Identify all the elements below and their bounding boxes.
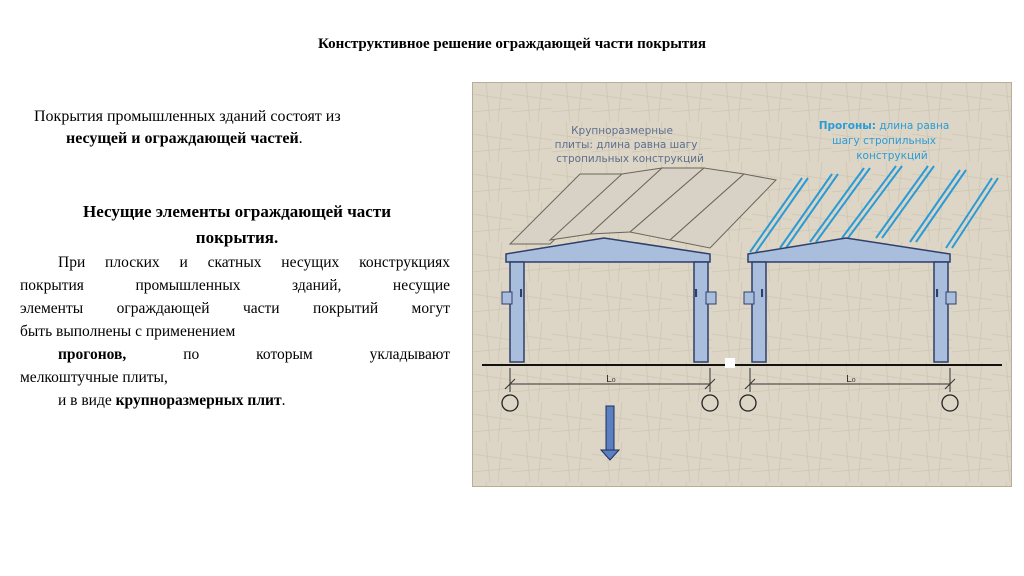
para-line-7-start: и в виде xyxy=(58,392,112,409)
left-frame xyxy=(501,237,717,363)
left-caption-line-2: плиты: длина равна шагу xyxy=(555,139,698,151)
joint-marker xyxy=(725,358,735,368)
intro-line-2: несущей и ограждающей частей. xyxy=(34,128,454,150)
right-caption-line-2: шагу стропильных xyxy=(832,135,936,147)
intro-period: . xyxy=(298,130,303,147)
intro-bold-term: несущей и ограждающей частей xyxy=(66,130,299,147)
down-arrow-icon xyxy=(599,405,621,461)
roof-structure-diagram: I I I I xyxy=(472,82,1012,487)
left-caption-line-3: стропильных конструкций xyxy=(556,153,704,165)
para-line-7: и в виде крупноразмерных плит. xyxy=(20,389,450,412)
para-bold-purlins: прогонов, xyxy=(58,346,127,363)
right-caption-line-3: конструкций xyxy=(856,150,928,162)
diagram-svg: I I I I xyxy=(472,82,1012,487)
para-line-1: При плоских и скатных несущих конструкци… xyxy=(58,254,450,271)
purlins xyxy=(749,165,999,253)
section-heading-line-1: Несущие элементы ограждающей части xyxy=(83,202,391,221)
intro-line-1: Покрытия промышленных зданий состоят из xyxy=(34,108,341,125)
para-line-3: элементы ограждающей части покрытий могу… xyxy=(20,300,450,317)
section-heading: Несущие элементы ограждающей части покры… xyxy=(22,199,452,251)
right-frame xyxy=(743,237,957,363)
left-span-label: L₀ xyxy=(606,374,616,385)
left-caption: Крупноразмерные плиты: длина равна шагу … xyxy=(555,125,704,165)
right-caption-bold: Прогоны: xyxy=(819,120,876,132)
para-bold-slabs: крупноразмерных плит xyxy=(115,392,282,409)
right-caption-line-1: Прогоны: длина равна xyxy=(819,120,950,132)
right-span-label: L₀ xyxy=(846,374,856,385)
right-column-mark-1: I xyxy=(760,287,764,300)
diagram-background xyxy=(472,82,1012,487)
page-title: Конструктивное решение ограждающей части… xyxy=(317,36,707,52)
para-line-7-end: . xyxy=(281,392,286,409)
para-line-2: покрытия промышленных зданий, несущие xyxy=(20,277,450,294)
section-heading-line-2: покрытия. xyxy=(195,228,279,247)
axis-bubbles xyxy=(501,394,959,412)
large-slabs xyxy=(508,167,778,249)
para-line-5-rest: по которым укладывают xyxy=(183,346,451,363)
right-caption-rest: длина равна xyxy=(876,120,949,132)
right-column-mark-2: I xyxy=(935,287,939,300)
dimension-lines xyxy=(504,368,956,392)
left-caption-line-1: Крупноразмерные xyxy=(571,125,673,137)
intro-text: Покрытия промышленных зданий состоят из … xyxy=(34,106,454,150)
left-column-mark-2: I xyxy=(694,287,698,300)
right-caption: Прогоны: длина равна шагу стропильных ко… xyxy=(819,120,950,162)
para-line-5: прогонов, по которым укладывают xyxy=(20,343,450,366)
left-column-mark-1: I xyxy=(519,287,523,300)
body-paragraph: При плоских и скатных несущих конструкци… xyxy=(20,251,450,412)
para-line-4: быть выполнены с применением xyxy=(20,323,236,340)
para-line-6: мелкоштучные плиты, xyxy=(20,369,168,386)
